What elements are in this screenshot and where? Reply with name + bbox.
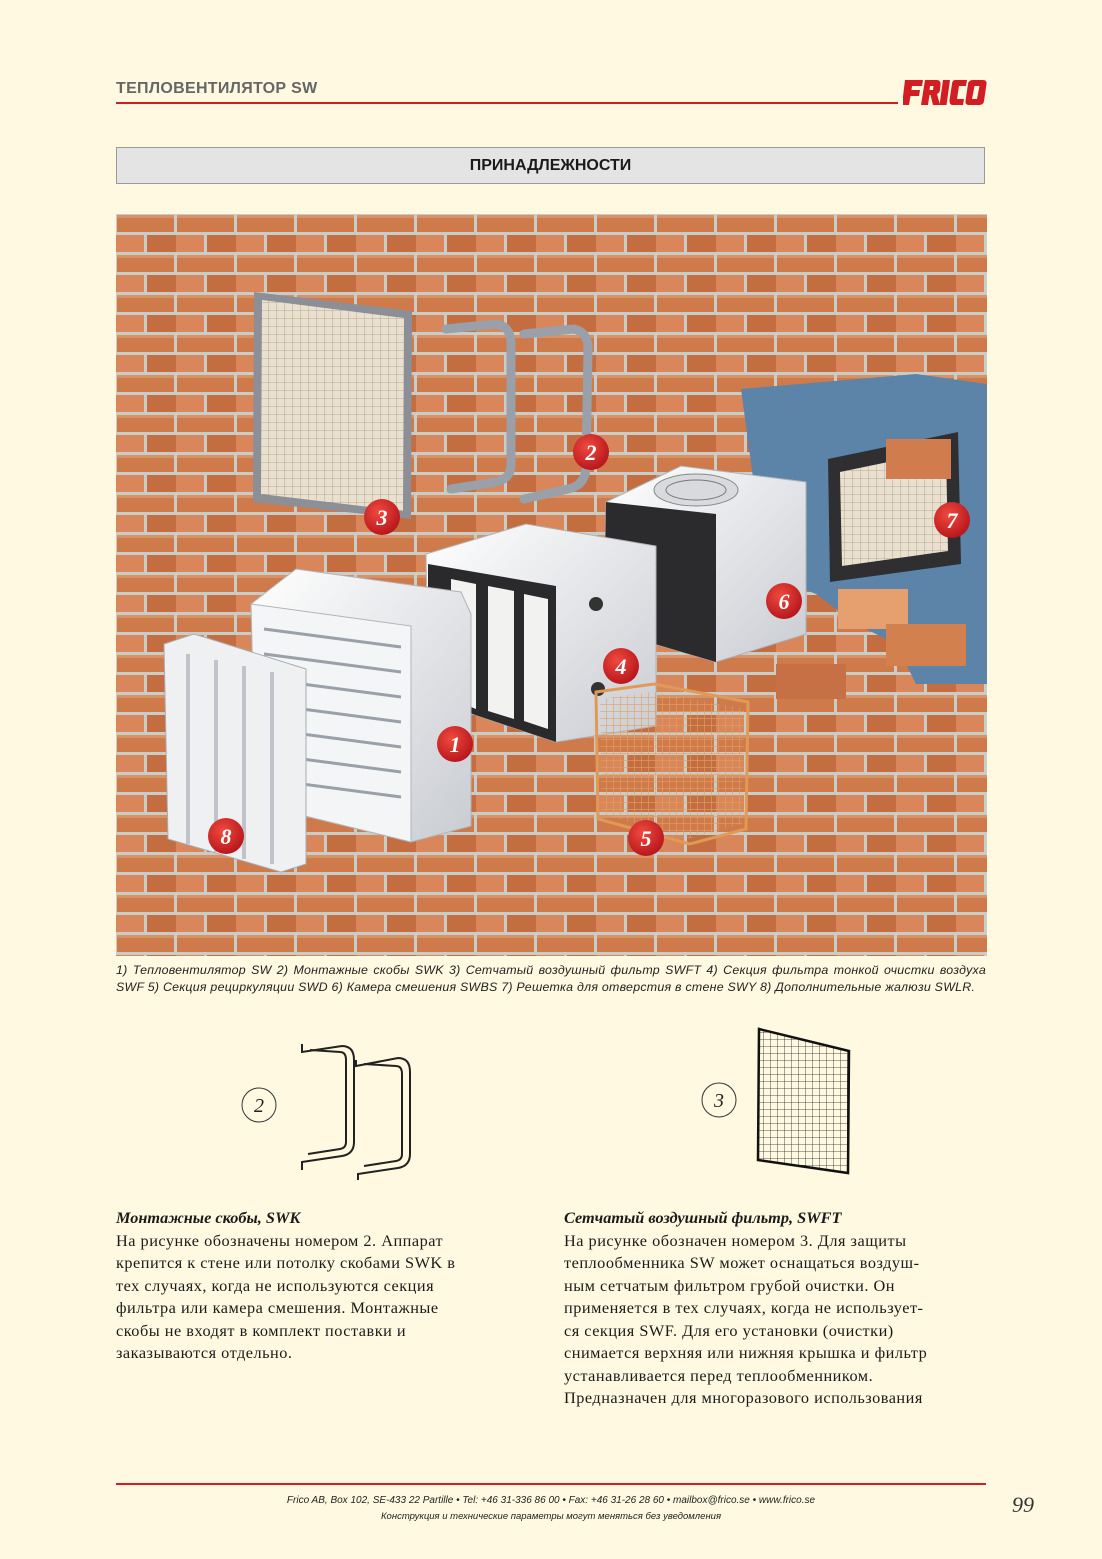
svg-text:1: 1 [450, 732, 461, 757]
footer-disclaimer: Конструкция и технические параметры могу… [380, 1511, 722, 1522]
svg-text:5: 5 [641, 826, 652, 851]
left-column-heading: Монтажные скобы, SWK [116, 1208, 301, 1227]
svg-text:7: 7 [947, 508, 959, 533]
swk-brackets-line-drawing: 2 [241, 1044, 411, 1180]
svg-text:6: 6 [779, 589, 790, 614]
svg-text:4: 4 [615, 654, 627, 679]
frico-logo [903, 80, 987, 105]
swd-recirculation-section-5 [594, 682, 750, 846]
callout-badge-8: 8 [208, 818, 244, 854]
svg-text:8: 8 [221, 824, 232, 849]
page-number: 99 [1012, 1492, 1034, 1517]
callout-badges: 1 2 3 4 5 6 7 8 [208, 434, 970, 856]
swft-mesh-filter-line-drawing: 3 [701, 1027, 851, 1175]
swy-wall-grille-7 [828, 432, 961, 582]
callout-badge-1: 1 [437, 726, 473, 762]
illustration-caption: 1) Тепловентилятор SW 2) Монтажные скобы… [116, 963, 986, 994]
swk-mounting-brackets-2 [441, 319, 593, 504]
callout-badge-7: 7 [934, 502, 970, 538]
section-title: ПРИНАДЛЕЖНОСТИ [116, 147, 985, 184]
callout-badge-5: 5 [628, 820, 664, 856]
left-column: Монтажные скобы, SWK На рисунке обозначе… [116, 1207, 516, 1365]
header-rule [116, 102, 898, 104]
fig-2-number: 2 [254, 1095, 264, 1117]
callout-badge-3: 3 [364, 499, 400, 535]
svg-text:2: 2 [585, 440, 597, 465]
right-column: Сетчатый воздушный фильтр, SWFT На рисун… [564, 1207, 984, 1410]
footer-rule [116, 1483, 986, 1485]
loose-bricks [776, 589, 966, 699]
swlr-additional-louvres-8 [163, 633, 307, 873]
callout-badge-2: 2 [573, 434, 609, 470]
svg-text:3: 3 [376, 505, 388, 530]
callout-badge-4: 4 [603, 648, 639, 684]
right-column-heading: Сетчатый воздушный фильтр, SWFT [564, 1208, 842, 1227]
document-header-title: ТЕПЛОВЕНТИЛЯТОР SW [116, 80, 318, 97]
callout-badge-6: 6 [766, 583, 802, 619]
fig-3-number: 3 [713, 1090, 724, 1112]
swft-mesh-filter-3 [253, 292, 412, 519]
footer-contact: Frico AB, Box 102, SE-433 22 Partille • … [286, 1495, 816, 1506]
left-column-body: На рисунке обозначены номером 2. Аппарат… [116, 1230, 456, 1363]
accessories-exploded-illustration: 1 2 3 4 5 6 7 8 [116, 214, 987, 956]
right-column-body: На рисунке обозначен номером 3. Для защи… [564, 1230, 928, 1408]
